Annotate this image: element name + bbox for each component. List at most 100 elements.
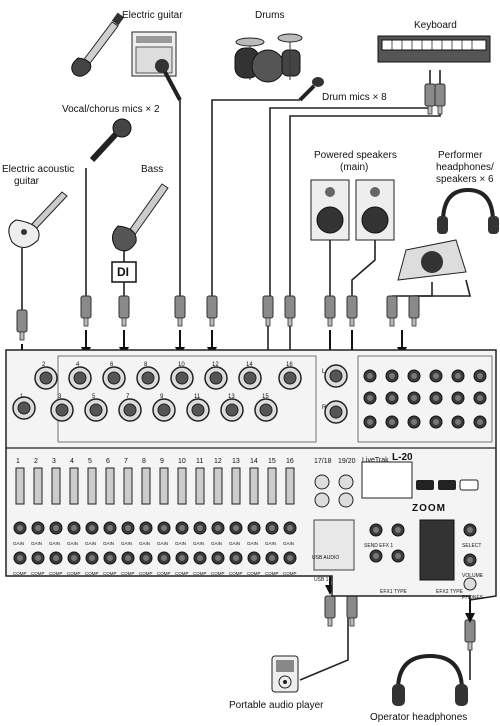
- channel-number: 5: [88, 458, 92, 465]
- gain-label: GAIN: [211, 541, 223, 546]
- master-section: [361, 461, 479, 591]
- gain-label: GAIN: [193, 541, 205, 546]
- label-drums: Drums: [255, 10, 285, 21]
- gain-label: GAIN: [13, 541, 25, 546]
- gain-label: GAIN: [103, 541, 115, 546]
- channel-number: 13: [232, 458, 240, 465]
- label-performer-speakers: speakers × 6: [436, 174, 494, 185]
- channel-number: 1: [16, 458, 20, 465]
- label-electric-acoustic: Electric acoustic: [2, 164, 75, 175]
- main-speaker-right-icon: [355, 179, 395, 241]
- input-number: 8: [144, 362, 148, 368]
- comp-label: COMP: [49, 571, 63, 576]
- comp-label: COMP: [67, 571, 81, 576]
- main-speaker-left-icon: [310, 179, 350, 241]
- volume-label: VOLUME: [462, 573, 484, 579]
- label-electric-guitar: Electric guitar: [122, 10, 183, 21]
- comp-label: COMP: [13, 571, 27, 576]
- phones-label: PHONES: [462, 595, 484, 601]
- label-portable-player: Portable audio player: [229, 700, 324, 711]
- input-number: 13: [228, 394, 235, 400]
- floor-monitor-icon: [397, 239, 467, 281]
- channel-number: 7: [124, 458, 128, 465]
- channel-number: 10: [178, 458, 186, 465]
- channel-strips: [15, 467, 295, 505]
- vocal-mic-icon: [89, 118, 132, 163]
- comp-label: COMP: [157, 571, 171, 576]
- comp-label: COMP: [121, 571, 135, 576]
- gain-label: GAIN: [283, 541, 295, 546]
- usb-audio-label: USB AUDIO: [312, 555, 340, 561]
- gain-label: GAIN: [121, 541, 133, 546]
- bass-guitar-icon: [112, 183, 169, 252]
- channel-number: 3: [52, 458, 56, 465]
- input-number: 1: [20, 394, 24, 400]
- di-box-label: DI: [117, 265, 129, 279]
- operator-headphones-icon: [392, 653, 468, 706]
- gain-label: GAIN: [175, 541, 187, 546]
- input-number: 9: [160, 394, 164, 400]
- channel-number: 15: [268, 458, 276, 465]
- comp-label: COMP: [283, 571, 297, 576]
- gain-label: GAIN: [247, 541, 259, 546]
- channel-number: 9: [160, 458, 164, 465]
- channel-number: 8: [142, 458, 146, 465]
- gain-label: GAIN: [49, 541, 61, 546]
- send-efx-label: SEND EFX 1: [364, 543, 394, 549]
- input-number: 3: [58, 394, 62, 400]
- main-out-r-label: R: [322, 405, 327, 411]
- label-powered-speakers: Powered speakers: [314, 150, 397, 161]
- comp-label: COMP: [175, 571, 189, 576]
- channel-number: 16: [286, 458, 294, 465]
- label-electric-acoustic-guitar: guitar: [14, 176, 40, 187]
- input-number: 16: [286, 362, 293, 368]
- performer-headphones-icon: [437, 187, 499, 234]
- comp-label: COMP: [193, 571, 207, 576]
- gain-label: GAIN: [67, 541, 79, 546]
- label-operator-headphones: Operator headphones: [370, 712, 468, 723]
- main-out-l-label: L: [322, 369, 326, 375]
- comp-label: COMP: [31, 571, 45, 576]
- mixer-model: L-20: [392, 452, 413, 463]
- input-number: 5: [92, 394, 96, 400]
- input-number: 10: [178, 362, 185, 368]
- channel-number: 14: [250, 458, 258, 465]
- mixer-brand-small: LiveTrak: [362, 457, 389, 464]
- mixer-zoom-logo: ZOOM: [412, 503, 446, 514]
- label-keyboard: Keyboard: [414, 20, 457, 31]
- portable-audio-player-icon: [271, 655, 299, 693]
- input-number: 14: [246, 362, 253, 368]
- label-performer-headphones: headphones/: [436, 162, 494, 173]
- label-vocal-mics: Vocal/chorus mics × 2: [62, 104, 160, 115]
- channel-number: 11: [196, 458, 204, 465]
- select-label: SELECT: [462, 543, 482, 549]
- comp-label: COMP: [103, 571, 117, 576]
- channel-number: 19/20: [338, 458, 356, 465]
- acoustic-guitar-icon: [8, 191, 68, 248]
- electric-guitar-icon: [71, 12, 125, 77]
- usb-sub-label: USB 1-2: [314, 577, 333, 583]
- channel-number: 17/18: [314, 458, 332, 465]
- efx2-type-label: EFX2 TYPE: [436, 589, 463, 595]
- comp-label: COMP: [247, 571, 261, 576]
- gain-label: GAIN: [229, 541, 241, 546]
- input-number: 12: [212, 362, 219, 368]
- input-number: 2: [42, 362, 46, 368]
- guitar-amp-icon: [131, 31, 177, 77]
- channel-number: 4: [70, 458, 74, 465]
- input-number: 6: [110, 362, 114, 368]
- input-number: 11: [194, 394, 201, 400]
- gain-label: GAIN: [85, 541, 97, 546]
- label-bass: Bass: [141, 164, 164, 175]
- comp-label: COMP: [265, 571, 279, 576]
- input-number: 15: [262, 394, 269, 400]
- gain-label: GAIN: [265, 541, 277, 546]
- label-performer: Performer: [438, 150, 483, 161]
- channel-number: 2: [34, 458, 38, 465]
- gain-label: GAIN: [31, 541, 43, 546]
- efx1-type-label: EFX1 TYPE: [380, 589, 407, 595]
- label-powered-speakers-main: (main): [340, 162, 369, 173]
- input-number: 7: [126, 394, 130, 400]
- comp-label: COMP: [85, 571, 99, 576]
